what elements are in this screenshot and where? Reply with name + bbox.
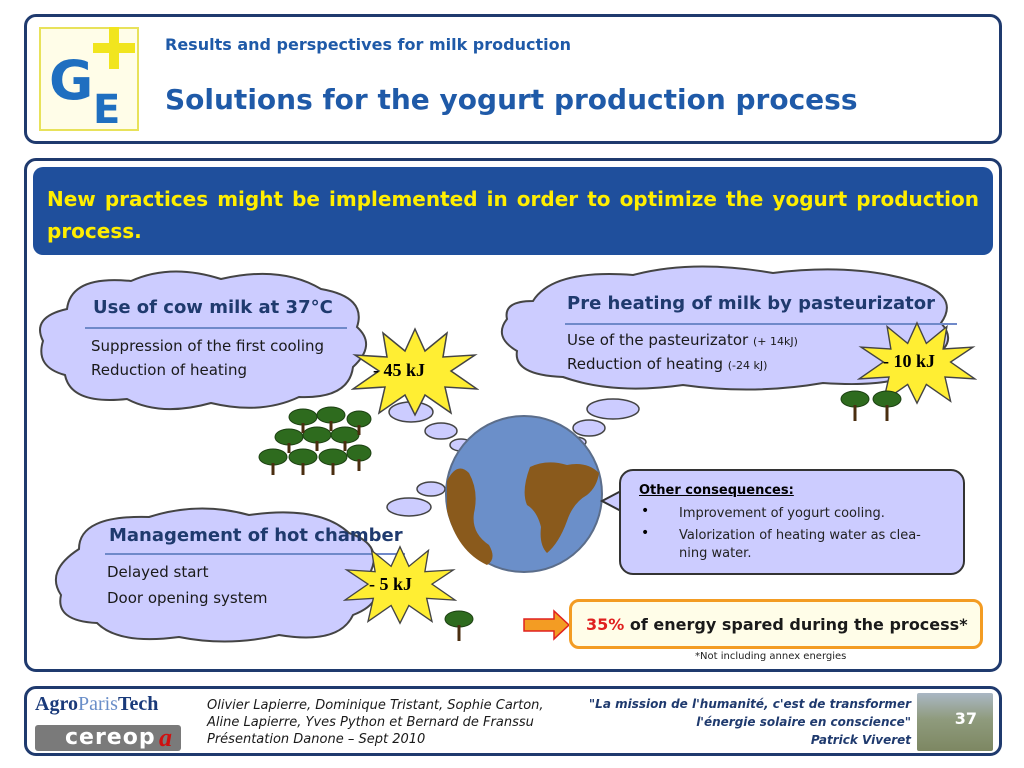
tree-icon	[840, 390, 902, 421]
tree-icon	[258, 406, 372, 475]
intro-banner: New practices might be implemented in or…	[33, 167, 993, 255]
cloud-title-hot-chamber: Management of hot chamber	[109, 525, 403, 546]
starburst-icon	[351, 327, 479, 417]
diagram-canvas	[386, 398, 640, 641]
cloud-cow-milk	[39, 270, 367, 411]
slide-title: Solutions for the yogurt production proc…	[165, 83, 858, 116]
consequences-box: Other consequences: • Improvement of yog…	[619, 469, 965, 575]
tree-icon	[444, 610, 474, 641]
page-number: 37	[954, 709, 977, 728]
plus-icon	[93, 27, 135, 69]
energy-saving-box: 35% of energy spared during the process*	[569, 599, 983, 649]
arrow-icon	[523, 609, 571, 641]
consequence-item: Improvement of yogurt cooling.	[679, 506, 885, 521]
divider	[565, 323, 957, 325]
cloud-line: Use of the pasteurizator (+ 14kJ)	[567, 331, 798, 349]
footnote: *Not including annex energies	[695, 651, 847, 662]
footer-photo	[917, 693, 993, 751]
ge-logo: G E	[39, 27, 139, 133]
saving-preheat: - 10 kJ	[883, 351, 936, 371]
cloud-line: Reduction of heating	[91, 361, 247, 379]
footer-authors: Olivier Lapierre, Dominique Tristant, So…	[207, 698, 544, 747]
cloud-title-cow-milk: Use of cow milk at 37°C	[93, 297, 333, 318]
bullet: •	[641, 503, 650, 519]
divider	[85, 327, 347, 329]
cloud-line: Door opening system	[107, 589, 268, 607]
cloud-line: Suppression of the first cooling	[91, 337, 325, 355]
main-panel: New practices might be implemented in or…	[24, 158, 1002, 672]
divider	[105, 553, 405, 555]
energy-percent: 35%	[586, 615, 625, 634]
saving-hot-chamber: - 5 kJ	[369, 574, 413, 594]
footer-quote: "La mission de l'humanité, c'est de tran…	[588, 697, 911, 747]
consequence-item: Valorization of heating water as clea-ni…	[679, 528, 921, 561]
thought-bubble	[386, 497, 432, 517]
globe-icon	[445, 415, 603, 573]
bullet: •	[641, 525, 650, 541]
thought-bubble	[586, 398, 640, 420]
logo-letter-e: E	[93, 87, 121, 133]
starburst-icon	[343, 545, 457, 625]
saving-cow-milk: - 45 kJ	[373, 360, 426, 380]
cloud-line: Reduction of heating (-24 kJ)	[567, 355, 768, 373]
section-subtitle: Results and perspectives for milk produc…	[165, 35, 571, 54]
header-panel: G E Results and perspectives for milk pr…	[24, 14, 1002, 144]
consequences-title: Other consequences:	[639, 483, 794, 498]
starburst-icon	[857, 321, 977, 405]
logo-letter-g: G	[49, 49, 94, 112]
thought-bubble	[416, 481, 446, 497]
agroparistech-logo: AgroParisTech	[35, 693, 159, 715]
cloud-line: Delayed start	[107, 563, 209, 581]
thought-bubble	[424, 422, 458, 440]
cloud-hot-chamber	[55, 507, 378, 643]
thought-bubble	[572, 419, 606, 437]
cloud-title-preheat: Pre heating of milk by pasteurizator	[567, 293, 936, 314]
energy-text: of energy spared during the process*	[629, 615, 968, 634]
